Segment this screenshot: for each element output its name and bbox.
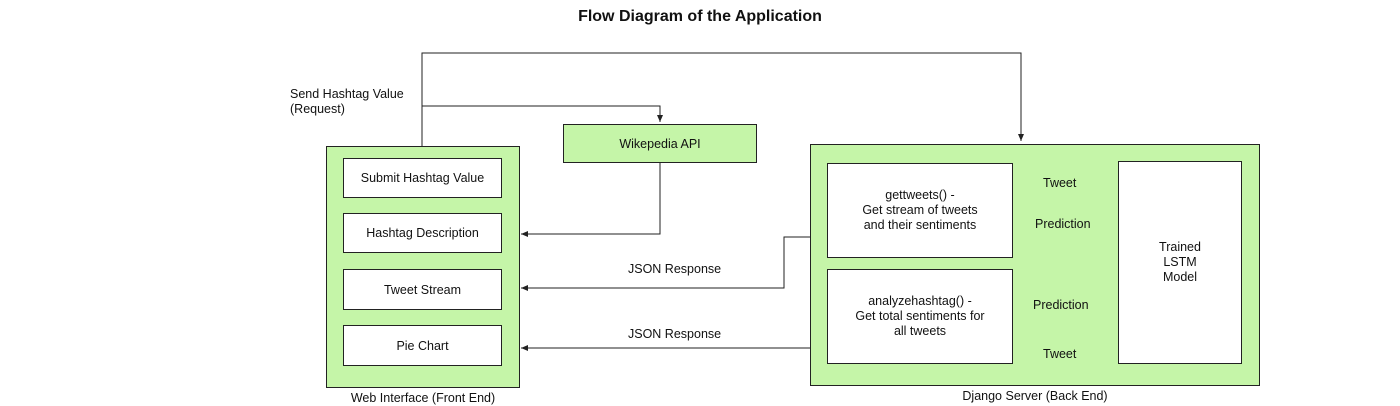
backend-caption: Django Server (Back End) [962,389,1108,403]
prediction-label-top: Prediction [1035,217,1091,231]
request-to-server-arrow [421,52,1024,146]
wikipedia-to-description-arrow [521,163,661,237]
gettweets-box: gettweets() - Get stream of tweets and t… [827,163,1013,258]
frontend-caption: Web Interface (Front End) [350,391,496,405]
pie-chart-box: Pie Chart [343,325,502,366]
hashtag-description-box: Hashtag Description [343,213,502,253]
tweet-label-bottom: Tweet [1043,347,1077,361]
request-to-wikipedia-arrow [422,105,663,122]
submit-hashtag-box: Submit Hashtag Value [343,158,502,198]
json-response-label-1: JSON Response [628,262,722,276]
json-response-label-2: JSON Response [628,327,722,341]
gettweets-response-arrow [521,236,810,291]
request-label: Send Hashtag Value (Request) [290,87,404,116]
analyzehashtag-box: analyzehashtag() - Get total sentiments … [827,269,1013,364]
tweet-stream-box: Tweet Stream [343,269,502,310]
prediction-label-bottom: Prediction [1033,298,1089,312]
tweet-label-top: Tweet [1043,176,1077,190]
lstm-model-box: Trained LSTM Model [1118,161,1242,364]
diagram-title: Flow Diagram of the Application [578,8,822,25]
wikipedia-api-box: Wikepedia API [563,124,757,163]
